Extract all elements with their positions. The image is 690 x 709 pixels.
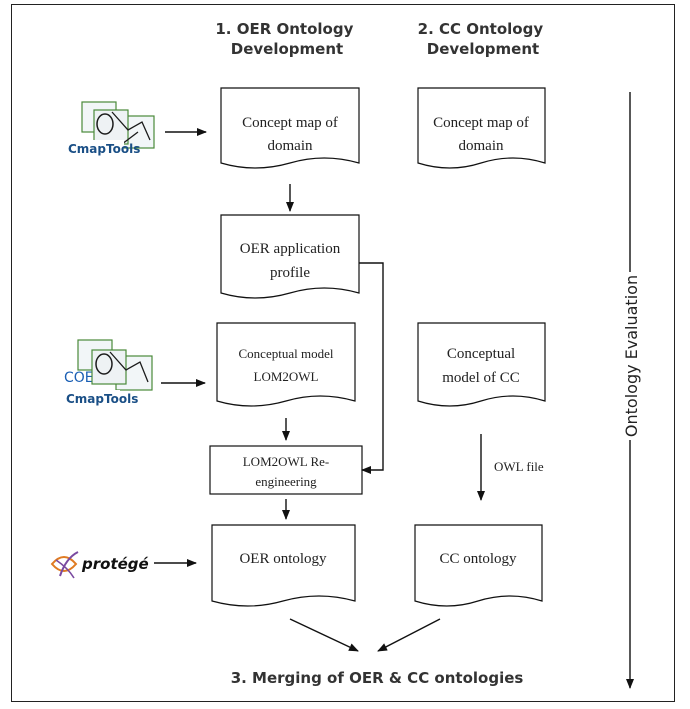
coe-cmaptools-logo-icon: COE CmapTools (64, 339, 153, 406)
svg-text:CmapTools: CmapTools (66, 392, 138, 406)
merge-label: 3. Merging of OER & CC ontologies (231, 669, 524, 687)
lom2owl-reengineering-node: LOM2OWL Re-engineering (209, 445, 363, 495)
svg-text:CC ontology: CC ontology (439, 551, 517, 567)
arrow-oer-ontology-to-merge (289, 618, 359, 652)
cmaptools-logo-icon: CmapTools (68, 101, 155, 156)
diagram-frame (11, 4, 675, 702)
protege-logo-icon: protégé (50, 551, 149, 579)
arrow-cc-ontology-to-merge (377, 618, 441, 652)
svg-text:LOM2OWL Re-engineering: LOM2OWL Re-engineering (243, 454, 330, 489)
svg-text:OER ontology: OER ontology (239, 551, 327, 567)
owl-file-label: OWL file (494, 459, 544, 474)
arrow-profile-to-reengineering (359, 262, 384, 474)
oer-column-header: 1. OER Ontology Development (215, 20, 358, 58)
svg-text:CmapTools: CmapTools (68, 142, 140, 156)
ontology-evaluation-label: Ontology Evaluation (622, 275, 641, 437)
svg-text:COE: COE (64, 370, 94, 386)
oer-ontology-node: OER ontology (211, 524, 356, 607)
cc-column-header: 2. CC Ontology Development (418, 20, 549, 58)
svg-text:protégé: protégé (81, 555, 149, 573)
cc-ontology-node: CC ontology (414, 524, 543, 607)
